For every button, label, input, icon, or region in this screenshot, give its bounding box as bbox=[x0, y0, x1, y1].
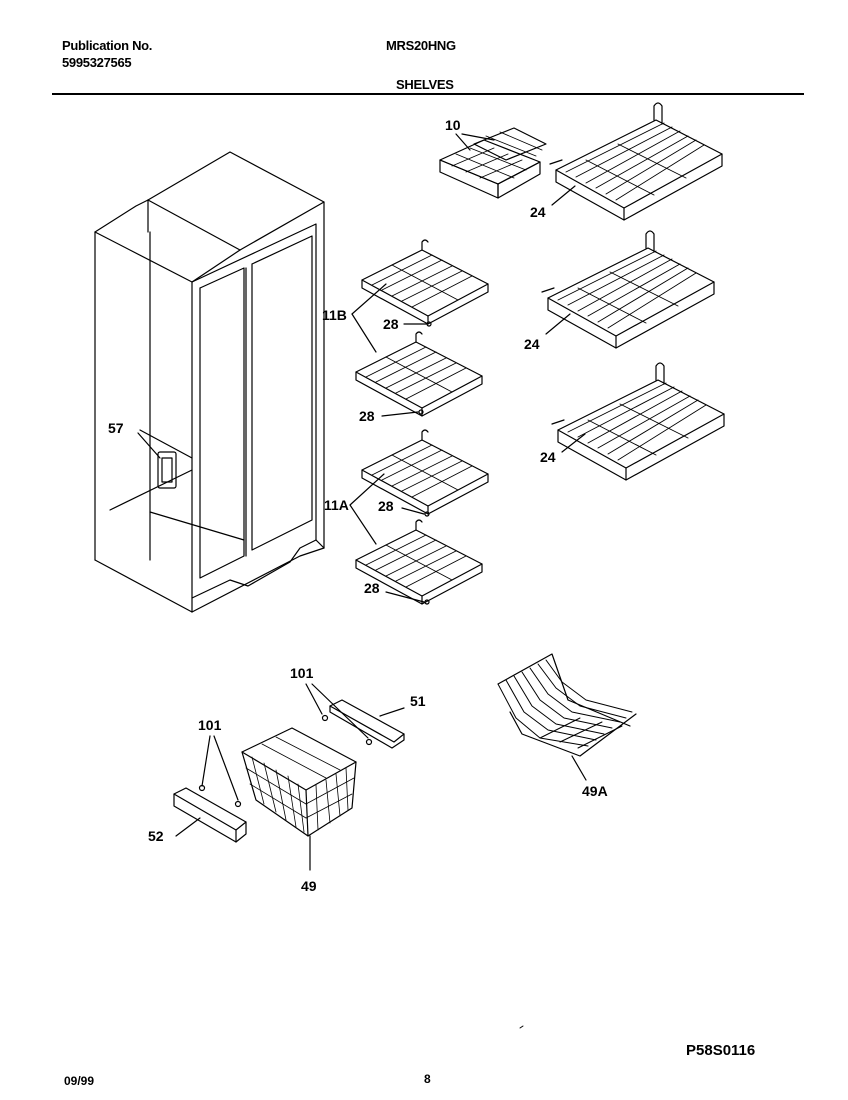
callout-24-bottom: 24 bbox=[540, 449, 556, 465]
callout-101-upper: 101 bbox=[290, 665, 314, 681]
part-24-shelf-top bbox=[549, 102, 723, 221]
footer-date: 09/99 bbox=[64, 1074, 95, 1088]
callout-10: 10 bbox=[445, 117, 461, 133]
part-11b-shelf-upper bbox=[361, 239, 489, 325]
callout-57: 57 bbox=[108, 420, 124, 436]
refrigerator-cabinet bbox=[94, 151, 325, 613]
callout-51: 51 bbox=[410, 693, 426, 709]
part-28-pins bbox=[381, 321, 432, 605]
callout-52: 52 bbox=[148, 828, 164, 844]
callout-11a: 11A bbox=[324, 497, 349, 513]
callout-28-b: 28 bbox=[359, 408, 375, 424]
part-49a-basket bbox=[497, 653, 637, 781]
part-11b-shelf-lower bbox=[355, 331, 483, 417]
part-10-ice-trays bbox=[439, 127, 547, 199]
callout-49a: 49A bbox=[582, 783, 608, 799]
part-49-basket bbox=[241, 727, 357, 871]
page-number: 8 bbox=[424, 1072, 431, 1086]
callout-24-middle: 24 bbox=[524, 336, 540, 352]
part-24-shelf-middle bbox=[541, 230, 715, 349]
callout-28-c: 28 bbox=[378, 498, 394, 514]
model-number: MRS20HNG bbox=[386, 38, 456, 53]
header-rule bbox=[52, 93, 804, 95]
callout-28-a: 28 bbox=[383, 316, 399, 332]
part-24-shelf-bottom bbox=[551, 362, 725, 481]
callout-28-d: 28 bbox=[364, 580, 380, 596]
part-52-bracket bbox=[173, 787, 247, 843]
part-51-rail bbox=[329, 699, 405, 749]
publication-label: Publication No. bbox=[62, 38, 153, 53]
diagram-code: P58S0116 bbox=[686, 1042, 756, 1059]
callout-101-lower: 101 bbox=[198, 717, 222, 733]
part-101-screws bbox=[198, 683, 373, 808]
callout-24-top: 24 bbox=[530, 204, 546, 220]
callout-11b: 11B bbox=[322, 307, 347, 323]
publication-number: 5995327565 bbox=[62, 55, 132, 70]
part-57-dispenser bbox=[137, 432, 177, 489]
section-title: SHELVES bbox=[396, 77, 454, 92]
callout-49: 49 bbox=[301, 878, 317, 894]
